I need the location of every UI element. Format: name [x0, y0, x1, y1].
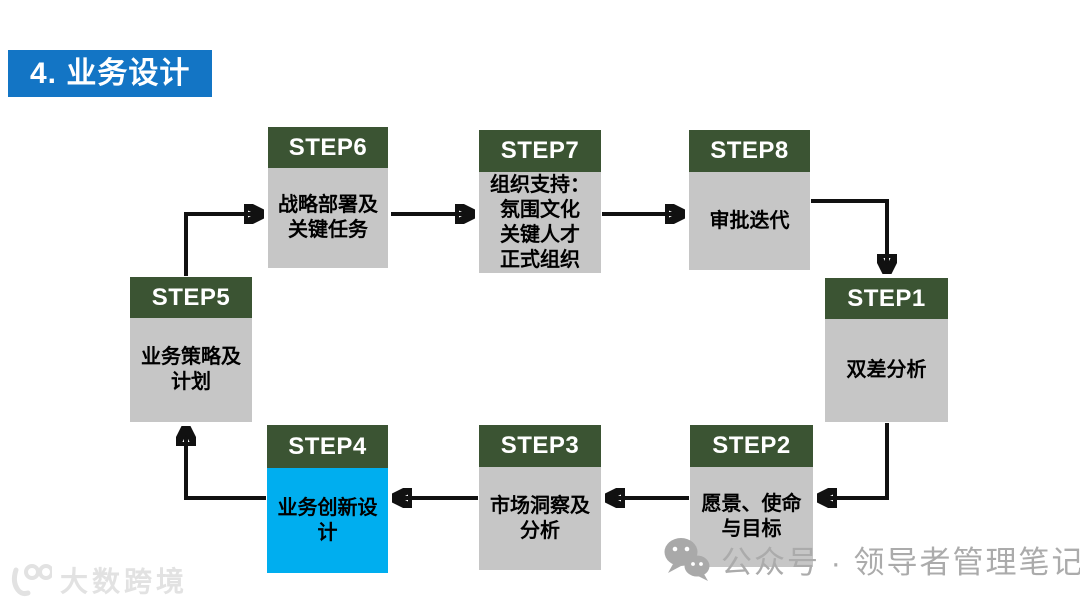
footer-logo-text: 大数跨境	[60, 566, 189, 597]
step2-body: 愿景、使命与目标	[690, 467, 813, 567]
page-title: 4. 业务设计	[8, 50, 213, 97]
arrow-step5-to-step6	[184, 214, 264, 276]
arrow-step1-to-step2	[817, 423, 889, 498]
step4-box: STEP4 业务创新设计	[267, 425, 388, 573]
step1-box: STEP1 双差分析	[825, 278, 948, 422]
arrow-step4-to-step5	[186, 426, 266, 500]
step3-header: STEP3	[479, 425, 601, 467]
wechat-icon	[664, 538, 710, 581]
step7-header: STEP7	[479, 130, 601, 172]
watermark-text: 公众号 · 领导者管理笔记	[721, 544, 1080, 580]
step2-header: STEP2	[690, 425, 813, 467]
step7-box: STEP7 组织支持：氛围文化关键人才正式组织	[479, 130, 601, 273]
arrow-step8-to-step1	[811, 199, 887, 274]
step5-box: STEP5 业务策略及计划	[130, 277, 252, 422]
step2-box: STEP2 愿景、使命与目标	[690, 425, 813, 567]
step6-header: STEP6	[268, 127, 388, 168]
step1-body: 双差分析	[825, 319, 948, 422]
watermark: 公众号 · 领导者管理笔记	[663, 536, 1080, 582]
step6-body: 战略部署及关键任务	[268, 168, 388, 268]
step5-body: 业务策略及计划	[130, 318, 252, 422]
dashu-logo-icon	[11, 564, 52, 597]
step3-box: STEP3 市场洞察及分析	[479, 425, 601, 570]
step4-header: STEP4	[267, 425, 388, 468]
step8-body: 审批迭代	[689, 172, 810, 270]
step7-body: 组织支持：氛围文化关键人才正式组织	[479, 172, 601, 273]
step1-header: STEP1	[825, 278, 948, 319]
step3-body: 市场洞察及分析	[479, 467, 601, 570]
step5-header: STEP5	[130, 277, 252, 318]
dashu-kuajing-logo: 大数跨境	[8, 560, 188, 600]
step6-box: STEP6 战略部署及关键任务	[268, 127, 388, 268]
step4-body: 业务创新设计	[267, 468, 388, 573]
step8-box: STEP8 审批迭代	[689, 130, 810, 270]
step8-header: STEP8	[689, 130, 810, 172]
